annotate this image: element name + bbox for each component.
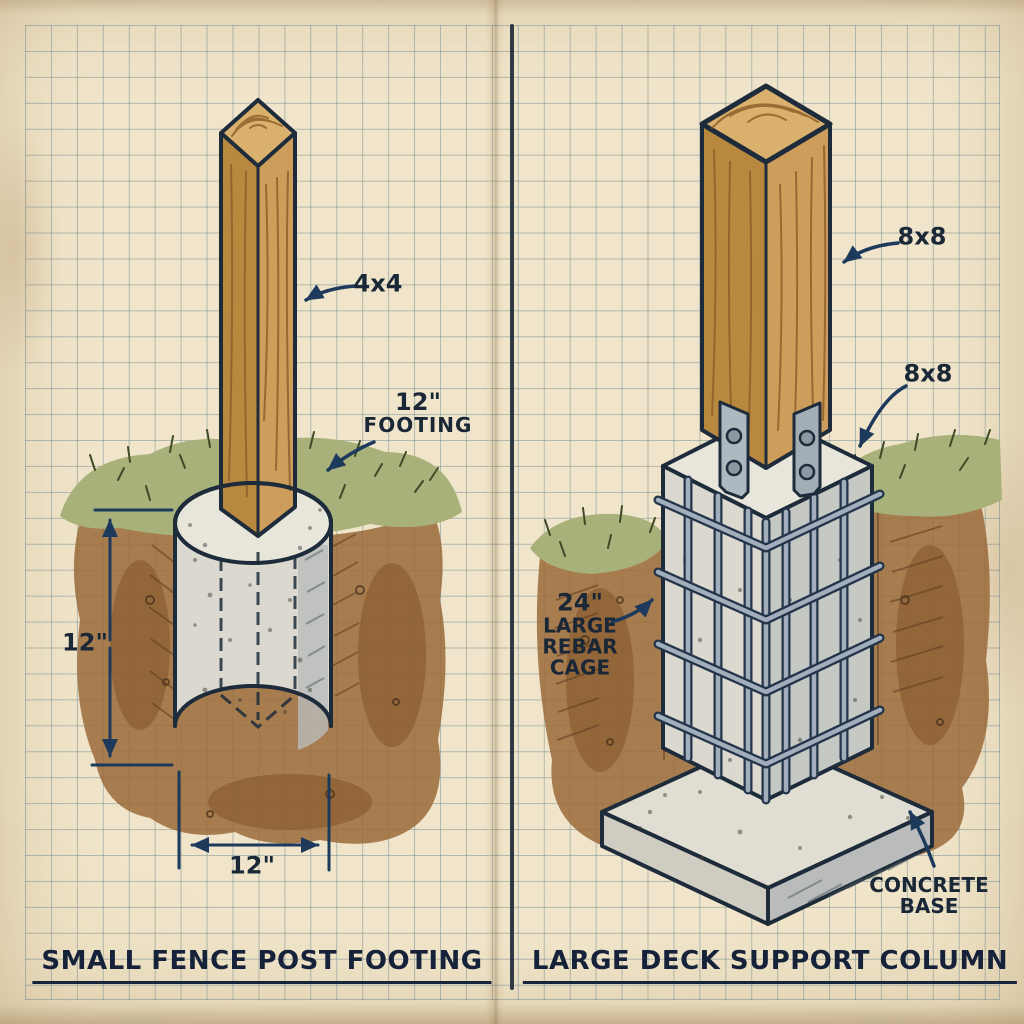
left-dimensions	[90, 508, 331, 872]
right-panel-title: LARGE DECK SUPPORT COLUMN	[522, 946, 1018, 984]
right-rebar-cage	[653, 475, 885, 805]
fold-crease	[486, 0, 504, 1024]
left-footing-label-size: 12"	[395, 388, 441, 417]
rebar-label-size: 24"	[557, 588, 603, 617]
left-post-size-label: 4x4	[353, 269, 403, 298]
left-panel-title: SMALL FENCE POST FOOTING	[32, 946, 492, 984]
left-footing-label-word: FOOTING	[363, 413, 473, 438]
left-post	[173, 98, 333, 729]
left-footing-label: 12" FOOTING	[364, 390, 473, 436]
left-label-arrows	[304, 284, 376, 472]
left-width-dimension-label: 12"	[229, 851, 275, 880]
rebar-label-word3: CAGE	[549, 654, 611, 679]
right-concrete-base-label: CONCRETE BASE	[869, 875, 988, 917]
right-base-pad	[600, 735, 934, 926]
right-post-size-label-lower: 8x8	[903, 359, 953, 388]
left-depth-dimension-label: 12"	[62, 628, 108, 657]
bottom-edge-shadow	[0, 1004, 1024, 1024]
right-post	[699, 83, 833, 470]
panel-divider-line	[510, 24, 514, 990]
rebar-label-word1: LARGE	[543, 613, 617, 638]
top-edge-shadow	[0, 0, 1024, 14]
rebar-label-word2: REBAR	[542, 634, 618, 659]
base-label-word2: BASE	[899, 894, 959, 918]
right-post-brackets	[718, 400, 822, 500]
right-label-arrows	[610, 241, 936, 868]
base-label-word1: CONCRETE	[869, 873, 989, 898]
right-rebar-cage-label: 24" LARGE REBAR CAGE	[542, 590, 617, 677]
right-post-size-label-upper: 8x8	[897, 222, 947, 251]
